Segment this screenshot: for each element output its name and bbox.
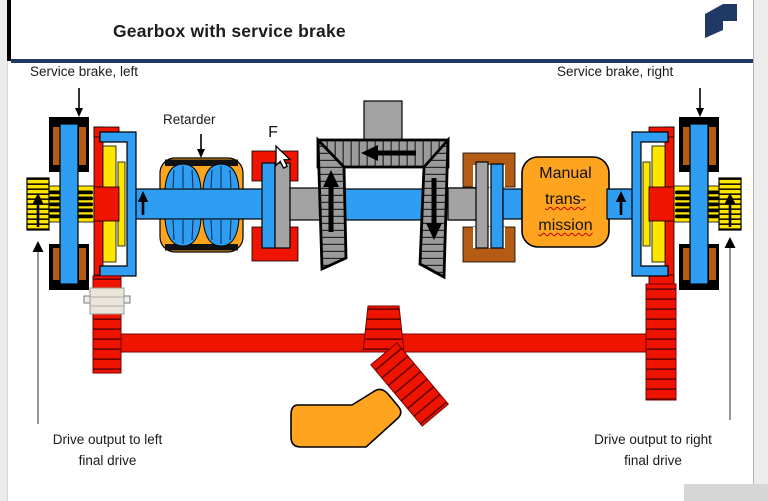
arrow-up-shaft-right [615, 191, 627, 215]
pedal-lever-lower [370, 342, 450, 427]
service-brake-right-assembly [631, 117, 742, 290]
label-service-brake-left: Service brake, left [30, 64, 139, 79]
arrow-up-output-left [32, 193, 44, 227]
brake-caliper-left [49, 117, 89, 290]
scroll-corner [684, 484, 768, 501]
arrow-up-output-right [724, 193, 736, 227]
arrow-up-shaft-left [137, 191, 149, 215]
title-accent-tick [7, 0, 11, 61]
brake-actuator-left [83, 287, 131, 315]
clutch-f [251, 150, 299, 262]
mt-line2: trans- [545, 191, 586, 208]
arrow-service-brake-right [696, 88, 704, 117]
left-gutter [0, 0, 8, 501]
arrow-service-brake-left [75, 88, 83, 117]
drum-blue-left [99, 131, 137, 277]
clutch-right [447, 152, 526, 263]
brake-rod-right [645, 283, 677, 401]
mouse-cursor-icon [275, 144, 292, 169]
leader-left [32, 241, 44, 424]
label-f: F [268, 124, 278, 141]
label-drive-output-right: Drive output to right final drive [594, 432, 712, 468]
retarder-rotors [164, 163, 240, 247]
brake-pedal [290, 388, 402, 448]
shaft-gray-left [289, 187, 323, 221]
input-shaft-block [363, 100, 403, 141]
label-retarder: Retarder [163, 112, 216, 127]
page-title: Gearbox with service brake [113, 21, 346, 41]
title-rule [11, 59, 753, 63]
leader-right [724, 237, 736, 420]
brake-caliper-right [679, 117, 719, 290]
service-brake-left-assembly [26, 117, 137, 290]
label-service-brake-right: Service brake, right [557, 64, 674, 79]
arrow-down-bevel-right [426, 178, 442, 240]
brake-linkage [83, 275, 677, 448]
bevel-gear-center [316, 100, 482, 280]
drum-blue-right [631, 131, 669, 277]
brake-disc-left [59, 123, 79, 285]
shaft-blue-left [134, 188, 265, 220]
right-gutter[interactable] [753, 0, 768, 501]
arrow-retarder [197, 134, 205, 158]
label-drive-output-left: Drive output to left final drive [52, 432, 163, 468]
brake-disc-right [689, 123, 709, 285]
label-manual-transmission: Manual trans- mission [522, 161, 609, 239]
mt-line1: Manual [539, 165, 592, 182]
arrow-up-bevel-left [323, 170, 339, 232]
arrow-left-crown [361, 145, 416, 161]
mt-line3: mission [538, 217, 593, 234]
brand-logo [705, 4, 737, 38]
